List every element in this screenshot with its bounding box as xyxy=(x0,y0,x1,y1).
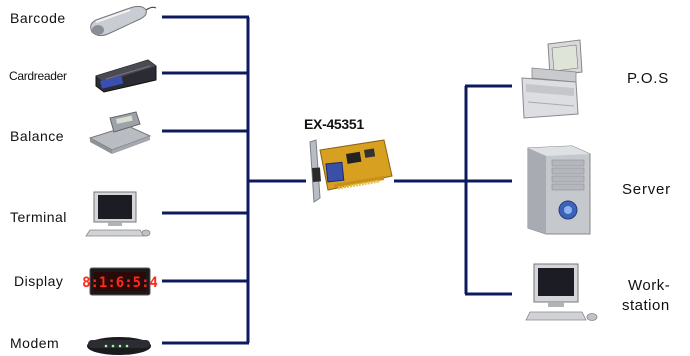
workstation-label-line1: Work- xyxy=(628,277,671,294)
pos-terminal-icon xyxy=(521,39,583,119)
terminal-icon xyxy=(85,191,151,237)
barcode-scanner-icon xyxy=(90,5,157,37)
workstation-label-line2: station xyxy=(622,297,670,314)
device-label-pos: P.O.S xyxy=(627,70,670,87)
card-model-label: EX-45351 xyxy=(304,116,364,132)
card-reader-icon xyxy=(95,59,157,93)
server-tower-icon xyxy=(527,145,591,235)
device-label-terminal: Terminal xyxy=(10,209,67,225)
device-label-cardreader: Cardreader xyxy=(9,69,67,83)
device-label-balance: Balance xyxy=(10,128,65,144)
workstation-icon xyxy=(525,263,598,321)
device-label-server: Server xyxy=(622,181,671,198)
modem-icon xyxy=(87,337,151,355)
scale-icon xyxy=(88,111,152,154)
device-label-barcode: Barcode xyxy=(10,10,66,26)
device-label-modem: Modem xyxy=(10,335,60,351)
display-readout: 8:1:6:5:4 xyxy=(82,275,158,291)
device-label-workstation: Work- station xyxy=(622,276,670,316)
pci-express-card-icon xyxy=(309,139,393,203)
device-label-display: Display xyxy=(14,273,64,289)
led-display-icon: 8:1:6:5:4 xyxy=(82,267,158,296)
